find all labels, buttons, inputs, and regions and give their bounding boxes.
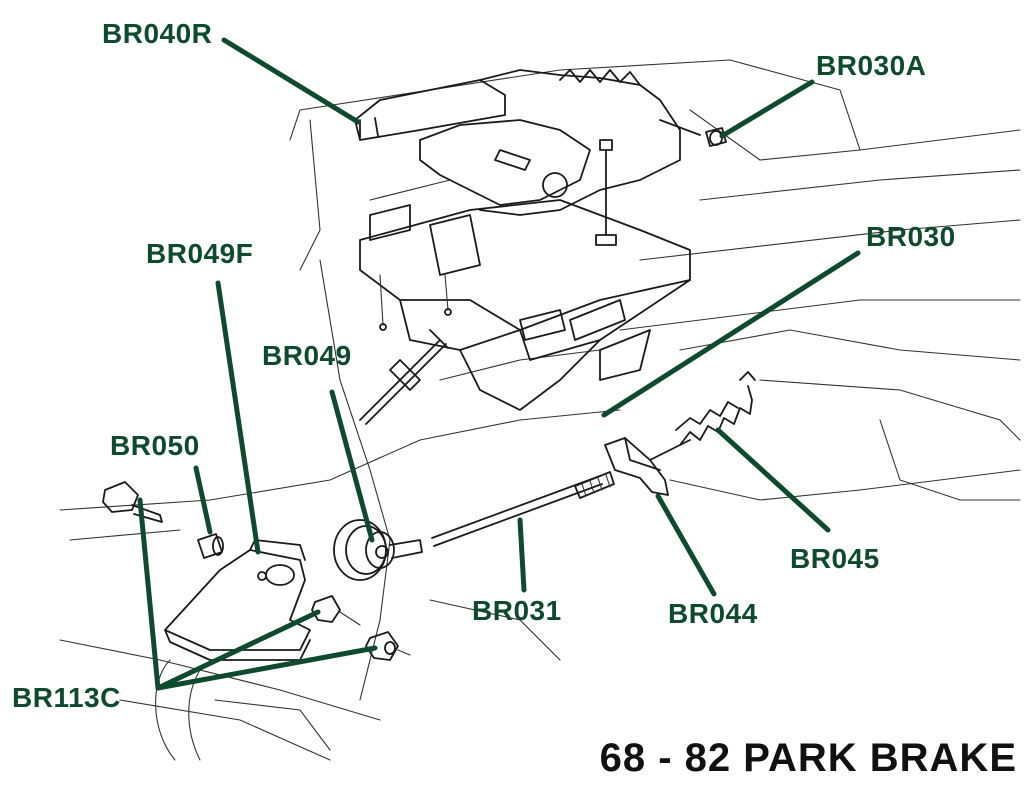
return-spring-br045 xyxy=(675,371,756,446)
brake-handle-lever xyxy=(354,69,701,246)
leader-br113c-b xyxy=(155,609,321,691)
label-br044: BR044 xyxy=(668,598,758,629)
main-cable-br031 xyxy=(431,471,615,547)
label-br049: BR049 xyxy=(262,340,352,371)
leader-br050 xyxy=(193,465,213,535)
diagram-caption: 68 - 82 PARK BRAKE xyxy=(599,736,1017,780)
pulley-br049 xyxy=(333,519,423,581)
nuts-br113c xyxy=(311,595,411,661)
floor-crossmember xyxy=(155,659,331,761)
leader-br040r xyxy=(221,37,361,125)
label-br030a: BR030A xyxy=(816,50,927,81)
leader-br113c-a xyxy=(137,497,161,691)
leader-br049 xyxy=(329,389,375,543)
front-cable-br049f xyxy=(359,329,449,425)
lower-bracket xyxy=(164,539,311,661)
label-br031: BR031 xyxy=(472,595,562,626)
label-br050: BR050 xyxy=(110,430,200,461)
label-br049f: BR049F xyxy=(146,238,254,269)
label-br030: BR030 xyxy=(866,221,956,252)
bolt-and-spacer xyxy=(102,481,224,559)
leader-br044 xyxy=(655,493,717,597)
label-br040r: BR040R xyxy=(102,18,213,49)
leader-br030 xyxy=(601,250,861,418)
leader-br049f xyxy=(215,280,261,555)
label-br113c: BR113C xyxy=(12,682,121,713)
vehicle-floor-lineart xyxy=(59,59,1021,761)
leader-br045 xyxy=(715,427,831,533)
leader-br030a xyxy=(719,79,815,139)
lever-bracket-assembly xyxy=(359,199,691,411)
leader-br113c-c xyxy=(155,645,378,691)
leader-br031 xyxy=(517,517,527,593)
leader-lines xyxy=(137,37,861,691)
label-br045: BR045 xyxy=(790,543,880,574)
equalizer-br044 xyxy=(604,437,691,496)
